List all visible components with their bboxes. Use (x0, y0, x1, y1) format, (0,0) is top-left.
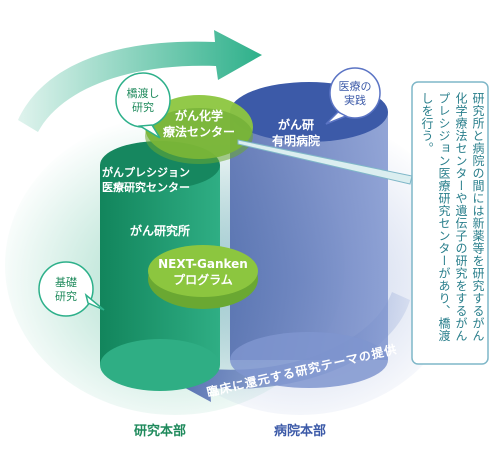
bottom-arrow (165, 292, 410, 402)
callout-box (411, 81, 489, 365)
basic-bubble (38, 261, 105, 317)
hospital-hq-label: 病院本部 (273, 424, 326, 439)
ariake-label: がん研 有明病院 (271, 118, 320, 148)
chem-center-shape (145, 95, 253, 164)
next-program-label: NEXT-Ganken プログラム (158, 257, 248, 287)
top-arrow (18, 30, 262, 132)
institute-label: がん研究所 (129, 224, 190, 238)
callout-connector (237, 139, 413, 185)
medical-bubble-label: 医療の 実践 (338, 80, 372, 107)
basic-bubble-label: 基礎 研究 (55, 276, 77, 303)
medical-bubble (325, 67, 381, 125)
chem-center-label: がん化学 療法センター (162, 109, 235, 139)
precision-label: がんプレシジョン 医療研究センター (102, 166, 190, 194)
bridge-bubble-label: 橋渡し 研究 (126, 87, 160, 114)
hospital-cylinder (230, 82, 388, 388)
bridge-bubble (115, 72, 171, 139)
next-program-shape (148, 245, 258, 309)
callout-text: 研究所と病院の間には新薬等を研究するがん化学療法センターや遺伝子の研究をするがん… (420, 92, 485, 342)
research-hq-label: 研究本部 (133, 424, 186, 439)
